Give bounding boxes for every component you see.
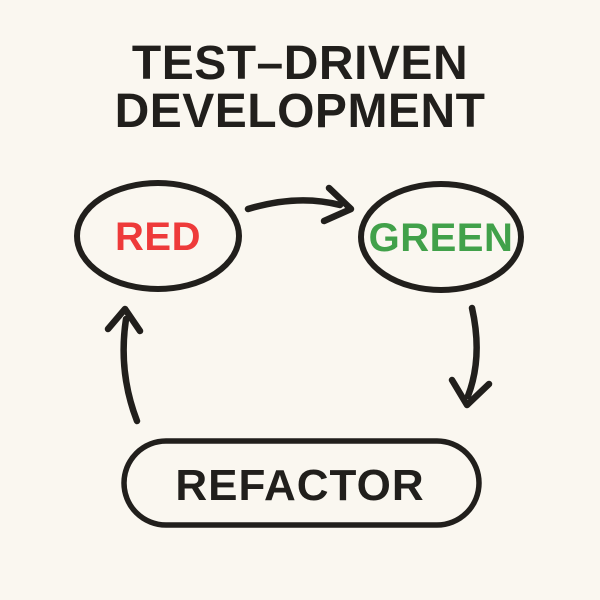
- refactor-node-label: REFACTOR: [175, 461, 424, 510]
- arrow-red-to-green-head: [320, 184, 355, 225]
- node-red: RED: [74, 180, 242, 292]
- arrow-green-to-refactor-shaft: [464, 304, 480, 400]
- arrow-red-to-green-shaft: [244, 197, 344, 213]
- node-refactor: REFACTOR: [121, 438, 482, 528]
- arrow-red-to-green: [244, 184, 355, 225]
- arrow-green-to-refactor: [448, 304, 493, 409]
- arrow-refactor-to-red: [104, 305, 144, 425]
- page-title-line-2: DEVELOPMENT: [115, 85, 486, 138]
- arrow-refactor-to-red-head: [104, 305, 144, 335]
- node-green: GREEN: [358, 181, 524, 293]
- arrow-green-to-refactor-head: [448, 376, 493, 409]
- page-title-line-1: TEST–DRIVEN: [132, 37, 468, 90]
- green-ellipse: [358, 181, 524, 293]
- red-node-label: RED: [115, 215, 201, 259]
- arrow-refactor-to-red-shaft: [120, 315, 141, 425]
- refactor-pill: [121, 438, 482, 528]
- red-ellipse: [74, 180, 242, 292]
- page-title: TEST–DRIVEN DEVELOPMENT: [115, 37, 486, 138]
- green-node-label: GREEN: [369, 216, 514, 260]
